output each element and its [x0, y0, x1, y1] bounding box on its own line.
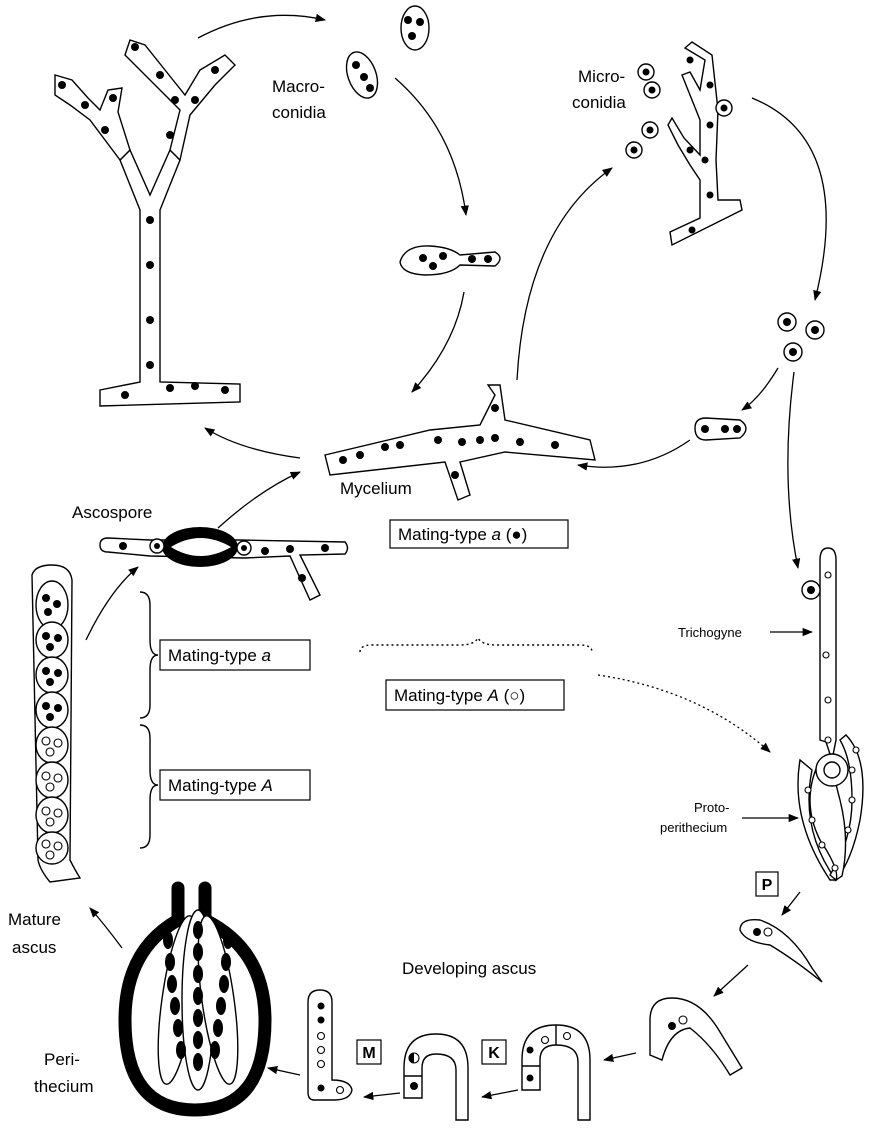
microconidiophore: [626, 42, 742, 245]
svg-text:Mating-type a (●): Mating-type a (●): [398, 525, 527, 544]
perithecium-label-2: thecium: [34, 1077, 94, 1096]
svg-text:K: K: [488, 1045, 500, 1062]
macroconidia-label-2: conidia: [272, 103, 326, 122]
bracket-A: [140, 725, 158, 848]
mating-type-a-box: Mating-type a (●): [390, 520, 568, 548]
developing-ascus-stage-1: [740, 920, 822, 982]
protoperithecium: [798, 548, 863, 880]
developing-ascus-stage-3: [522, 1025, 590, 1120]
mature-ascus: [32, 565, 80, 882]
germinating-ascospore: [100, 527, 348, 600]
microconidia-label-1: Micro-: [578, 67, 625, 86]
protoperithecium-label-1: Proto-: [694, 800, 729, 815]
bracket-mating-type-A-box: Mating-type A: [160, 770, 310, 800]
mature-ascus-label-1: Mature: [8, 910, 61, 929]
developing-ascus-stage-4: [404, 1034, 468, 1120]
macroconidia-label-1: Macro-: [272, 77, 325, 96]
svg-text:Mating-type a: Mating-type a: [168, 646, 271, 665]
microconidia-spores: [695, 313, 824, 440]
protoperithecium-label-2: perithecium: [660, 820, 727, 835]
perithecium-label-1: Peri-: [44, 1050, 80, 1069]
dotted-brace: [360, 638, 592, 652]
mycelium-label: Mycelium: [340, 479, 412, 498]
svg-text:M: M: [362, 1045, 375, 1062]
macroconidia-spores: [341, 6, 500, 275]
dotted-arrow-to-protoperithecium: [598, 675, 770, 752]
mating-type-A-box: Mating-type A (○): [386, 680, 564, 710]
perithecium: [125, 888, 265, 1110]
stage-m-box: M: [357, 1040, 381, 1064]
trichogyne-label: Trichogyne: [678, 625, 742, 640]
developing-ascus-label: Developing ascus: [402, 959, 536, 978]
bracket-a: [140, 592, 158, 718]
svg-text:P: P: [762, 877, 773, 894]
bracket-mating-type-a-box: Mating-type a: [160, 640, 310, 670]
svg-text:Mating-type A: Mating-type A: [168, 776, 273, 795]
microconidia-label-2: conidia: [572, 93, 626, 112]
stage-k-box: K: [482, 1040, 506, 1064]
macroconidiophore: [55, 40, 240, 406]
developing-ascus-stage-5: [308, 990, 352, 1100]
mature-ascus-label-2: ascus: [12, 938, 56, 957]
ascospore-label: Ascospore: [72, 503, 152, 522]
svg-text:Mating-type A (○): Mating-type A (○): [394, 686, 525, 705]
developing-ascus-stage-2: [650, 998, 742, 1075]
stage-p-box: P: [756, 872, 778, 896]
